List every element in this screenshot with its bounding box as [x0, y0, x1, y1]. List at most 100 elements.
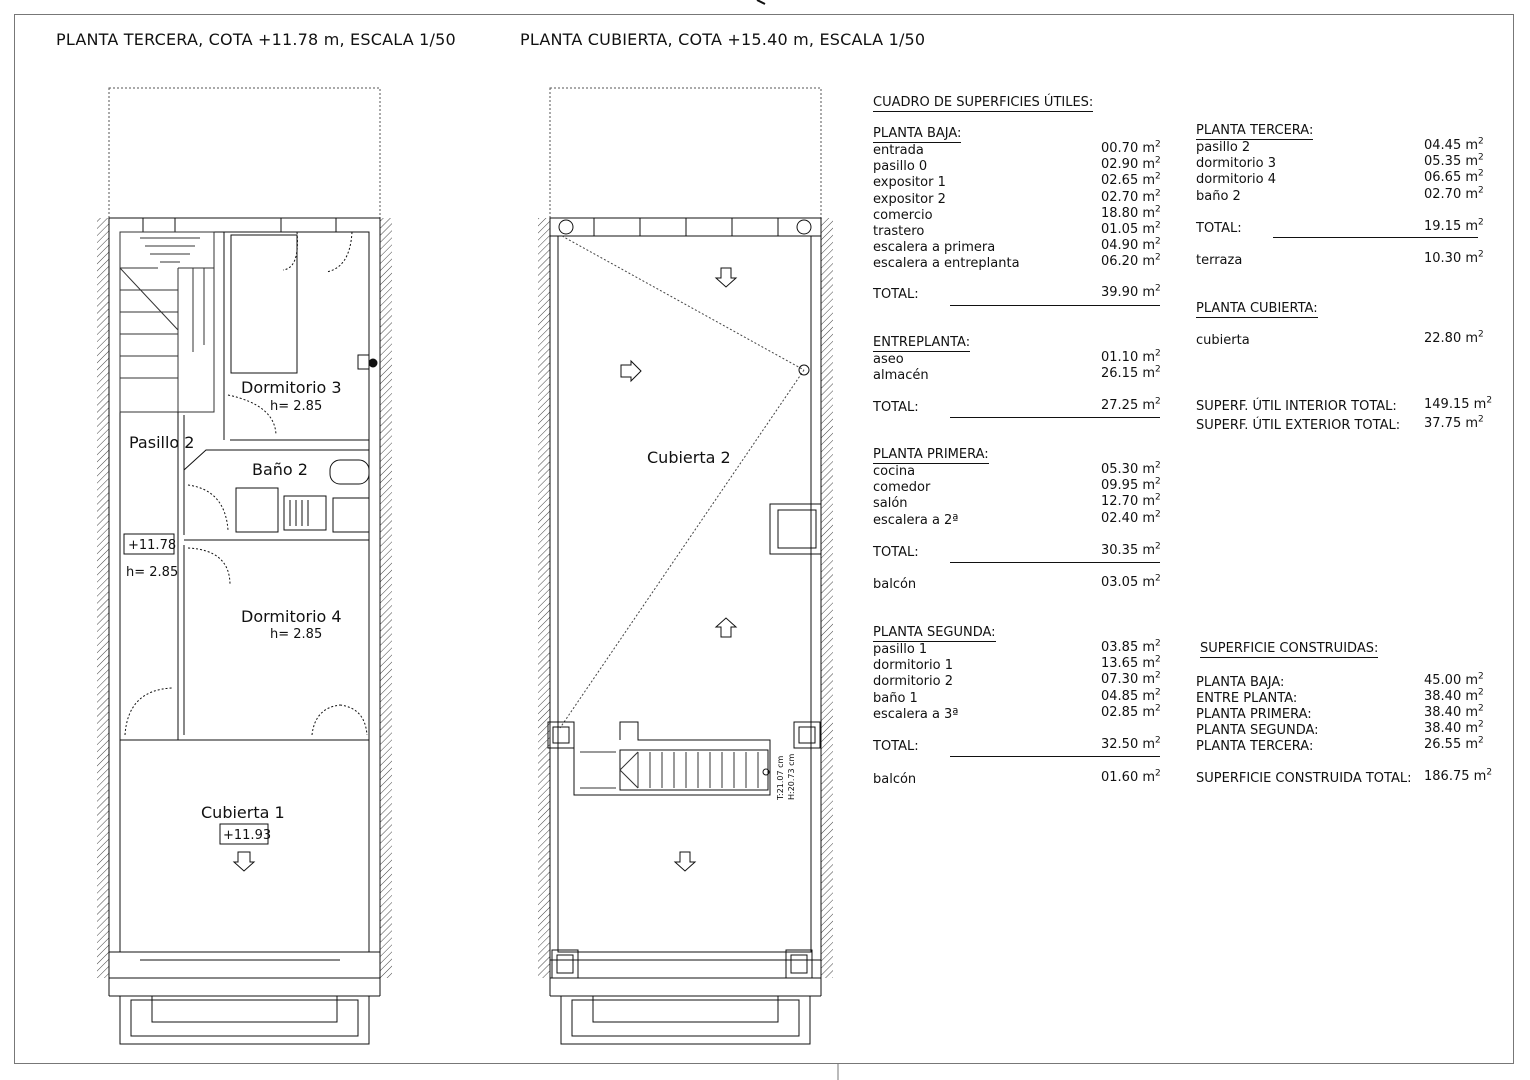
cubierta-title: PLANTA CUBIERTA:	[1196, 301, 1318, 318]
tercera-total-value: 19.15 m2	[1424, 217, 1484, 234]
area-row-label: dormitorio 2	[873, 674, 953, 690]
area-row-label: dormitorio 1	[873, 658, 953, 674]
cuadro-superficies: CUADRO DE SUPERFICIES ÚTILES: PLANTA BAJ…	[873, 95, 1493, 795]
area-row-label: entrada	[873, 143, 924, 158]
area-row-value: 02.40 m2	[1101, 509, 1161, 526]
cubierta-label: cubierta	[1196, 333, 1250, 348]
area-row-label: pasillo 1	[873, 642, 928, 657]
primera-balcon-value: 03.05 m2	[1101, 573, 1161, 590]
segunda-balcon-value: 01.60 m2	[1101, 768, 1161, 785]
area-row-value: 02.85 m2	[1101, 703, 1161, 720]
area-row-value: 12.70 m2	[1101, 493, 1161, 510]
label-dormitorio-3: Dormitorio 3	[241, 378, 342, 397]
primera-total-value: 30.35 m2	[1101, 541, 1161, 558]
area-row-value: 04.85 m2	[1101, 687, 1161, 704]
area-row-value: 38.40 m2	[1424, 687, 1484, 704]
area-row-label: salón	[873, 496, 908, 512]
label-cubierta-2: Cubierta 2	[647, 448, 731, 467]
area-row-value: 18.80 m2	[1101, 204, 1161, 221]
label-dormitorio-4: Dormitorio 4	[241, 607, 342, 626]
plan-tercera	[97, 87, 392, 1045]
area-row-label: escalera a entreplanta	[873, 256, 1020, 272]
level-marker-1178: +11.78	[128, 538, 176, 553]
plan-cubierta	[538, 87, 833, 1045]
area-row-label: trastero	[873, 224, 925, 239]
area-row-label: PLANTA TERCERA:	[1196, 739, 1314, 754]
exterior-total-label: SUPERF. ÚTIL EXTERIOR TOTAL:	[1196, 418, 1401, 433]
area-row-label: expositor 1	[873, 175, 946, 191]
area-row-label: PLANTA PRIMERA:	[1196, 707, 1312, 722]
tercera-total-label: TOTAL:	[1196, 221, 1242, 236]
area-row-label: cocina	[873, 464, 916, 479]
area-row-label: aseo	[873, 352, 904, 367]
tercera-title: PLANTA TERCERA:	[1196, 123, 1314, 140]
area-row-value: 07.30 m2	[1101, 671, 1161, 688]
area-row-value: 45.00 m2	[1424, 671, 1484, 688]
area-row-value: 04.90 m2	[1101, 236, 1161, 254]
area-row-label: almacén	[873, 368, 929, 384]
stair-riser-label: H:20.73 cm	[787, 753, 796, 800]
area-row-value: 26.55 m2	[1424, 735, 1484, 752]
entre-total-value: 27.25 m2	[1101, 396, 1161, 413]
area-row-label: expositor 2	[873, 191, 946, 207]
area-row-label: ENTRE PLANTA:	[1196, 691, 1298, 706]
area-row-label: pasillo 2	[1196, 140, 1251, 155]
segunda-title: PLANTA SEGUNDA:	[873, 625, 996, 642]
area-row-value: 13.65 m2	[1101, 654, 1161, 672]
area-row-value: 02.70 m2	[1424, 185, 1484, 202]
construida-total-value: 186.75 m2	[1424, 767, 1493, 784]
title-planta-tercera: PLANTA TERCERA, COTA +11.78 m, ESCALA 1/…	[56, 30, 456, 49]
drawing-frame	[14, 14, 1514, 1064]
area-row-label: dormitorio 3	[1196, 156, 1276, 172]
entre-total-label: TOTAL:	[873, 400, 919, 415]
interior-total-label: SUPERF. ÚTIL INTERIOR TOTAL:	[1196, 399, 1397, 414]
segunda-balcon-label: balcón	[873, 772, 917, 787]
label-dormitorio-3-height: h= 2.85	[270, 399, 322, 414]
construidas-title: SUPERFICIE CONSTRUIDAS:	[1200, 641, 1379, 658]
area-row-label: baño 1	[873, 690, 918, 706]
area-row-label: PLANTA BAJA:	[1196, 675, 1285, 690]
area-row-value: 26.15 m2	[1101, 364, 1161, 382]
primera-balcon-label: balcón	[873, 577, 917, 592]
area-row-value: 09.95 m2	[1101, 476, 1161, 494]
area-row-value: 01.05 m2	[1101, 220, 1161, 237]
area-row-value: 05.35 m2	[1424, 152, 1484, 170]
interior-total-value: 149.15 m2	[1424, 395, 1493, 412]
baja-title: PLANTA BAJA:	[873, 126, 962, 143]
area-row-label: comercio	[873, 207, 933, 223]
area-row-value: 02.90 m2	[1101, 155, 1161, 173]
area-row-value: 00.70 m2	[1101, 139, 1161, 156]
area-row-label: pasillo 0	[873, 159, 928, 175]
area-row-label: escalera a 3ª	[873, 706, 959, 722]
construida-total-label: SUPERFICIE CONSTRUIDA TOTAL:	[1196, 771, 1412, 786]
entre-title: ENTREPLANTA:	[873, 335, 971, 352]
label-pasillo-2: Pasillo 2	[129, 433, 194, 452]
area-row-label: comedor	[873, 480, 931, 496]
cubierta-value: 22.80 m2	[1424, 329, 1484, 346]
stair-tread-label: T:21.07 cm	[776, 755, 785, 801]
label-cubierta-1: Cubierta 1	[201, 803, 285, 822]
segunda-total-value: 32.50 m2	[1101, 735, 1161, 752]
baja-total-value: 39.90 m2	[1101, 283, 1161, 300]
area-row-label: escalera a primera	[873, 240, 996, 256]
area-row-value: 06.20 m2	[1101, 253, 1161, 270]
area-row-label: baño 2	[1196, 188, 1241, 204]
exterior-total-value: 37.75 m2	[1424, 414, 1484, 431]
cuadro-superficies-col2: PLANTA TERCERA: pasillo 2 04.45 m2 dormito…	[1196, 95, 1496, 795]
label-pasillo-height: h= 2.85	[126, 565, 178, 580]
area-row-label: escalera a 2ª	[873, 512, 959, 528]
tercera-terraza-label: terraza	[1196, 253, 1243, 268]
segunda-total-label: TOTAL:	[873, 739, 919, 754]
area-row-label: PLANTA SEGUNDA:	[1196, 723, 1319, 738]
area-row-label: dormitorio 4	[1196, 172, 1276, 188]
baja-total-label: TOTAL:	[873, 287, 919, 302]
label-bano-2: Baño 2	[252, 460, 308, 479]
area-row-value: 02.70 m2	[1101, 188, 1161, 205]
tercera-terraza-value: 10.30 m2	[1424, 249, 1484, 266]
area-row-value: 04.45 m2	[1424, 136, 1484, 153]
area-row-value: 38.40 m2	[1424, 719, 1484, 736]
label-dormitorio-4-height: h= 2.85	[270, 627, 322, 642]
area-row-value: 02.65 m2	[1101, 172, 1161, 189]
area-row-value: 06.65 m2	[1424, 169, 1484, 186]
